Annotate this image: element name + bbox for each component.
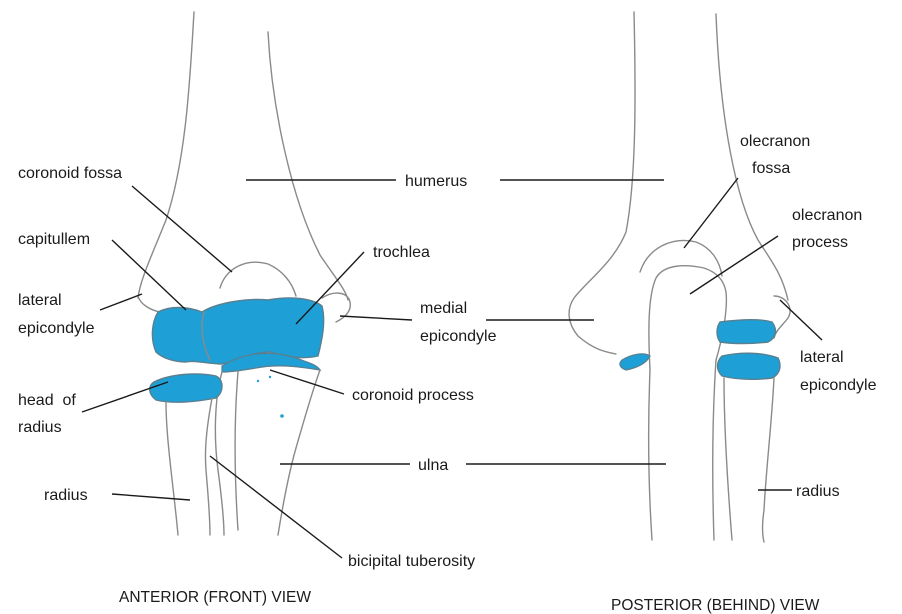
label-radius-right: radius: [796, 483, 840, 500]
label-ulna: ulna: [418, 457, 448, 474]
label-medial-epicondyle-line2: epicondyle: [420, 328, 497, 345]
label-humerus: humerus: [405, 173, 467, 190]
anterior-trochlea-notch: [220, 262, 296, 296]
label-capitullem: capitullem: [18, 231, 90, 248]
label-lateral-epicondyle-left-line1: lateral: [18, 292, 62, 309]
label-olecranon-fossa-line2: fossa: [752, 160, 790, 177]
label-medial-epicondyle-line1: medial: [420, 300, 467, 317]
posterior-radial-head-cartilage: [718, 353, 781, 379]
bicipital-tuberosity-pointer: [210, 456, 342, 558]
posterior-medial-cartilage: [620, 354, 650, 370]
anterior-ulna-medial: [278, 370, 320, 535]
anterior-humerus-shaft: [138, 12, 194, 298]
label-lateral-epicondyle-right-line2: epicondyle: [800, 377, 877, 394]
anterior-medial-epicondyle-outline: [322, 293, 350, 322]
posterior-view: [569, 12, 790, 542]
label-coronoid-process: coronoid process: [352, 387, 474, 404]
anterior-articular-cartilage: [152, 298, 323, 364]
label-coronoid-fossa: coronoid fossa: [18, 165, 122, 182]
label-olecranon-process-line2: process: [792, 234, 848, 251]
posterior-ulna-right: [713, 360, 716, 540]
posterior-view-title: POSTERIOR (BEHIND) VIEW: [611, 597, 820, 614]
trochlea-pointer: [296, 252, 364, 324]
label-lateral-epicondyle-right-line1: lateral: [800, 349, 844, 366]
label-olecranon-fossa-line1: olecranon: [740, 133, 810, 150]
anterior-dot: [280, 414, 284, 418]
label-head-of-radius-line2: radius: [18, 419, 62, 436]
label-radius-left: radius: [44, 487, 88, 504]
posterior-olecranon-process: [649, 266, 727, 370]
posterior-ulna-left: [649, 370, 652, 540]
lateral-epicondyle-left-pointer: [100, 294, 142, 310]
olecranon-process-pointer: [690, 236, 778, 294]
posterior-humerus-shaft-right: [716, 14, 788, 300]
label-head-of-radius-line1: head of: [18, 392, 76, 409]
label-bicipital-tuberosity: bicipital tuberosity: [348, 553, 475, 570]
anterior-radius-inner: [205, 398, 212, 535]
anterior-lateral-epicondyle-outline: [138, 296, 160, 312]
anterior-humerus-shaft-medial: [268, 32, 348, 300]
capitullem-pointer: [112, 240, 186, 310]
coronoid-process-pointer: [270, 370, 344, 394]
label-lateral-epicondyle-left-line2: epicondyle: [18, 320, 95, 337]
label-trochlea: trochlea: [373, 244, 430, 261]
posterior-radius-right: [763, 378, 775, 542]
posterior-humerus-shaft-left: [569, 12, 635, 354]
anterior-view: [138, 12, 350, 535]
medial-epicondyle-pointer-left: [340, 316, 412, 320]
anterior-dot: [269, 376, 271, 378]
anterior-view-title: ANTERIOR (FRONT) VIEW: [119, 589, 311, 606]
anterior-radial-head-cartilage: [150, 374, 222, 402]
anterior-ulna-inner: [235, 372, 238, 530]
pointer-lines: [82, 178, 822, 558]
anterior-radius-outer: [166, 402, 178, 535]
radius-left-pointer: [112, 494, 190, 500]
anterior-dot: [257, 380, 259, 382]
posterior-capitulum-cartilage: [717, 320, 775, 344]
coronoid-fossa-pointer: [132, 186, 232, 272]
posterior-radius-left: [724, 378, 732, 540]
label-olecranon-process-line1: olecranon: [792, 207, 862, 224]
olecranon-fossa-pointer: [684, 178, 738, 248]
